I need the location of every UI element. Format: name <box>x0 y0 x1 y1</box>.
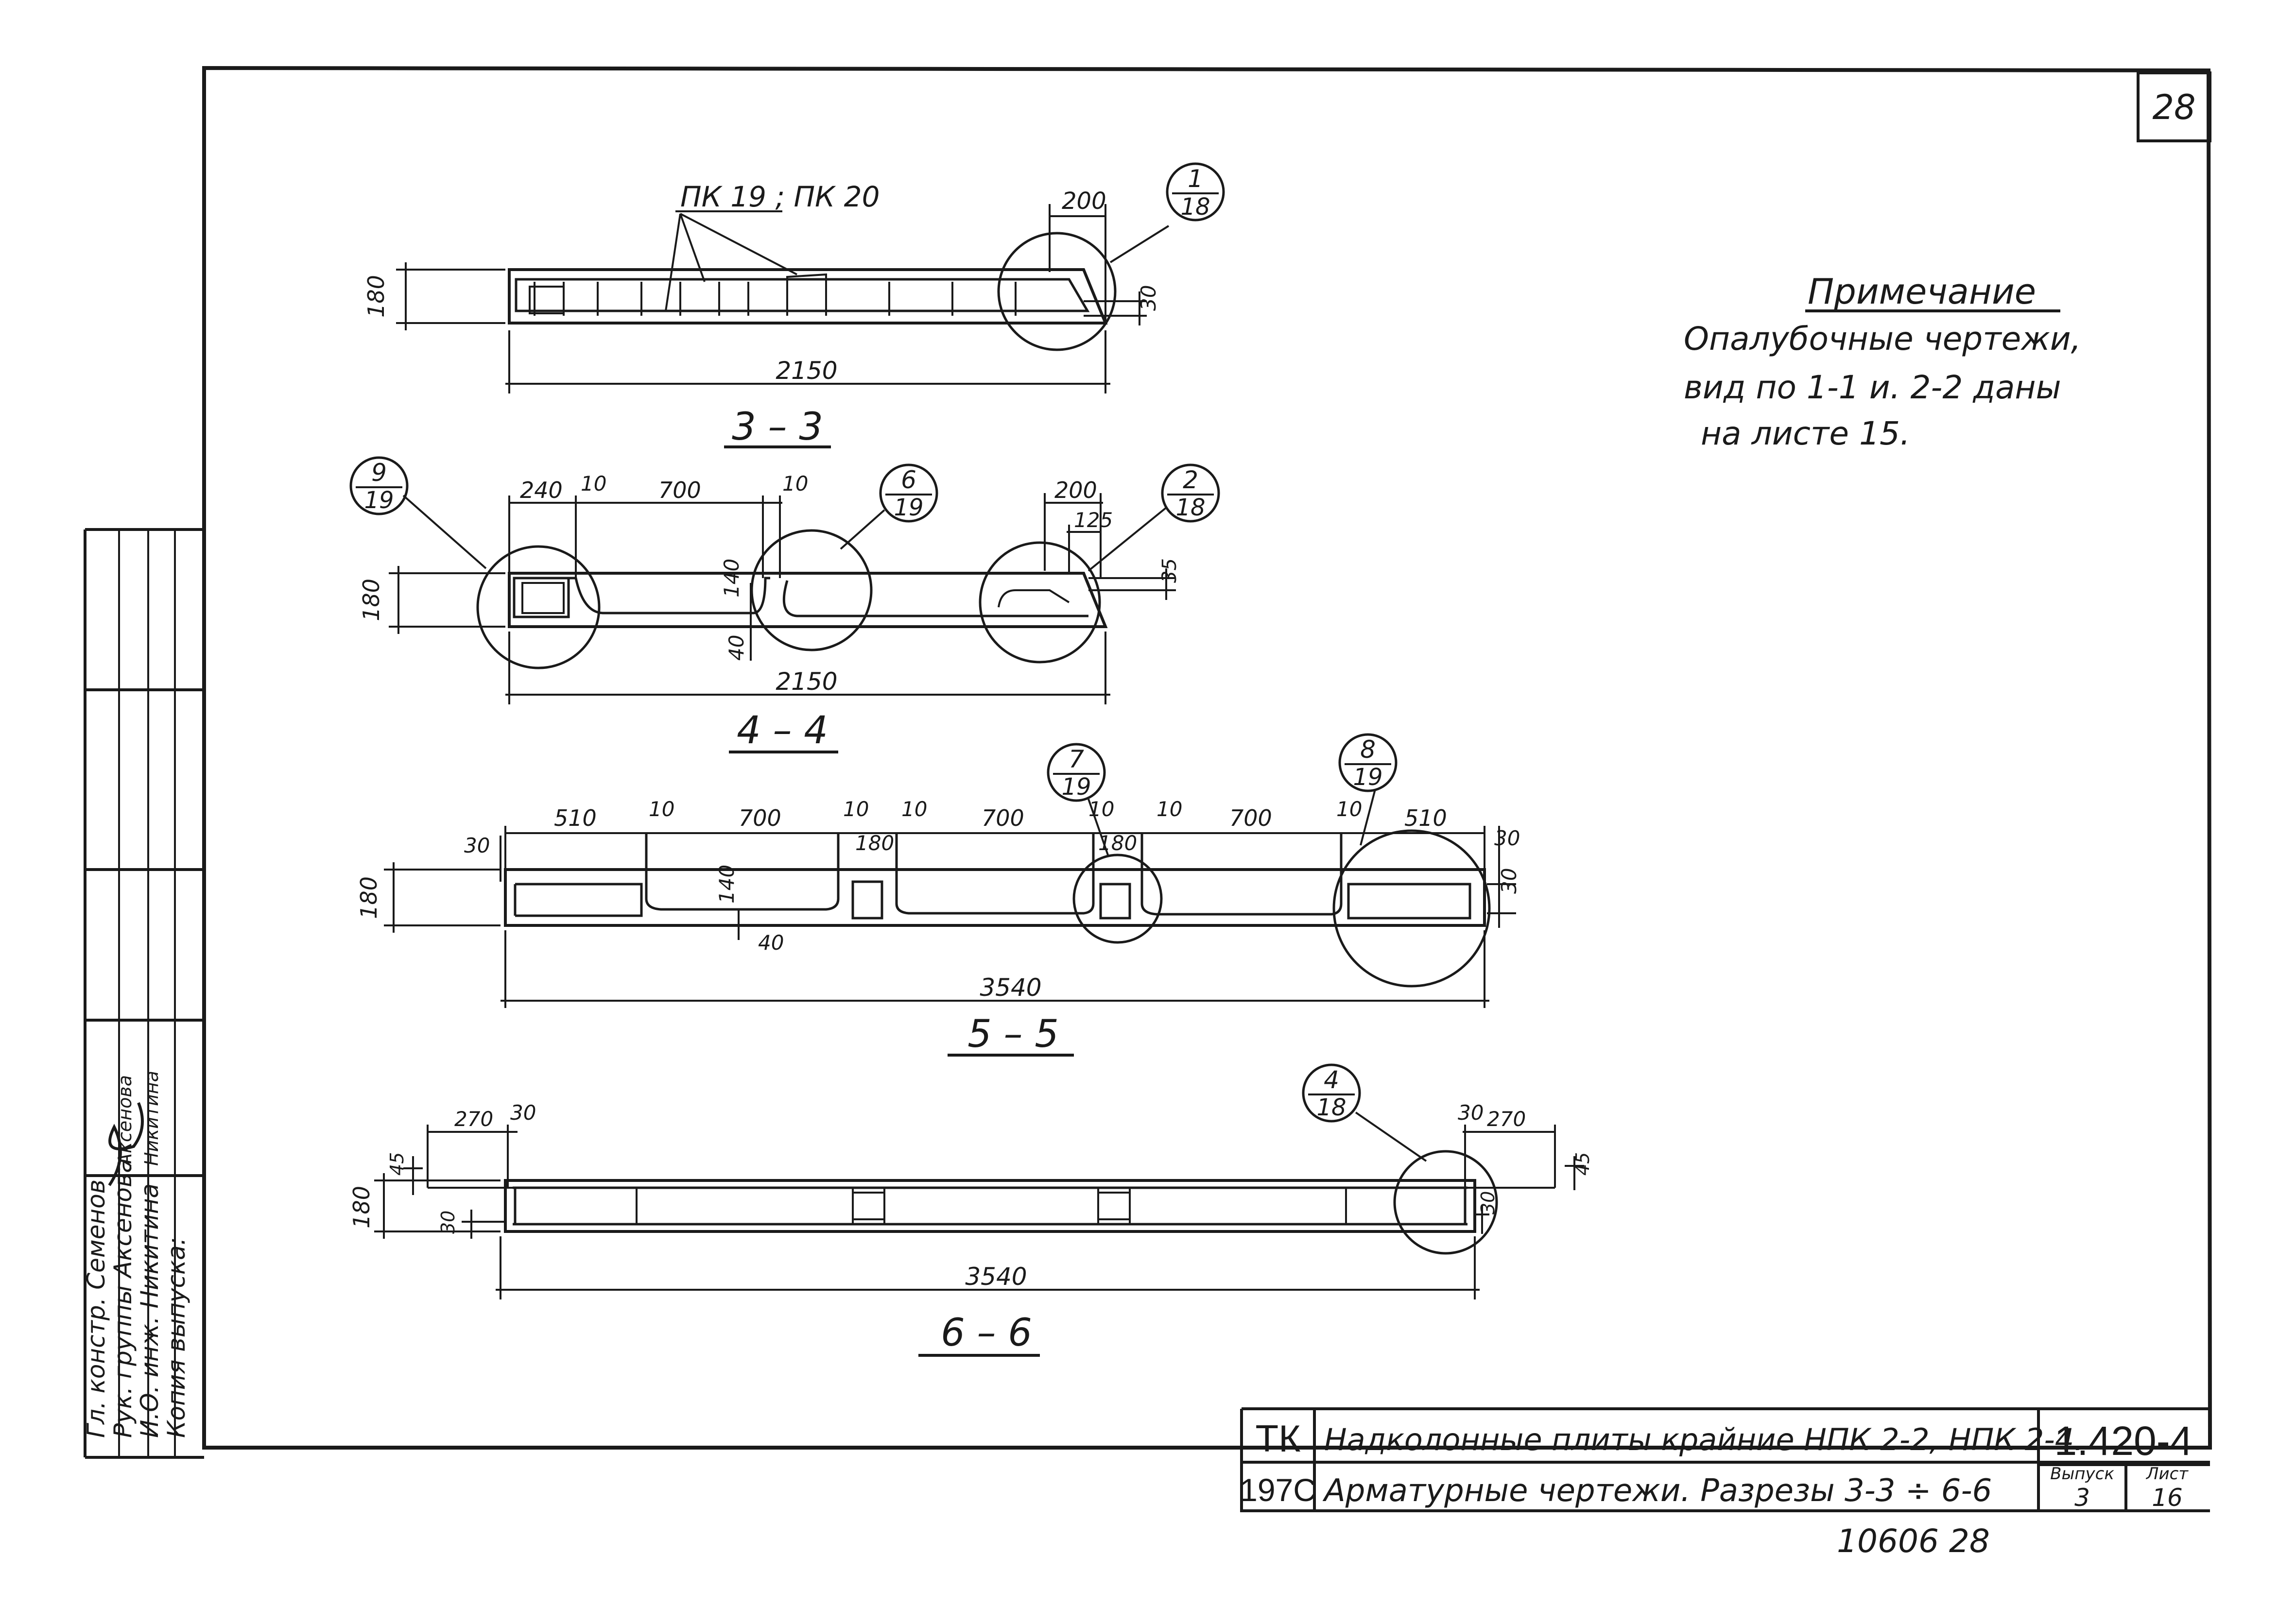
dim-10e-55: 10 <box>1157 797 1182 821</box>
dim-10c-55: 10 <box>901 797 927 821</box>
dim-510b: 510 <box>1404 805 1447 831</box>
dim-30c-66: 30 <box>437 1211 459 1234</box>
section-6-6: 4 18 270 30 30 270 45 45 30 30 180 3540 … <box>348 1063 1593 1357</box>
dim-180a: 180 <box>855 831 894 855</box>
ref-1-sheet: 18 <box>1180 193 1210 221</box>
section-6-6-title: 6 – 6 <box>941 1311 1032 1355</box>
dim-180-55: 180 <box>356 876 382 919</box>
dim-30d-66: 30 <box>1477 1191 1499 1214</box>
ref-9-num: 9 <box>371 459 387 487</box>
archive-number: 10606 28 <box>1837 1522 1990 1560</box>
dim-700a: 700 <box>739 805 781 831</box>
stamp-signature-1: Аксенова <box>114 1075 136 1167</box>
dim-40: 40 <box>725 635 748 661</box>
dim-240: 240 <box>520 477 563 503</box>
note-block: Примечание Опалубочные чертежи, вид по 1… <box>1684 271 2081 452</box>
dim-3540-66: 3540 <box>965 1263 1027 1291</box>
title-org: ТК <box>1255 1417 1300 1460</box>
dim-45a: 45 <box>386 1152 408 1176</box>
ref-6-num: 6 <box>901 466 916 494</box>
issue-label: Выпуск <box>2050 1464 2114 1484</box>
dim-45b: 45 <box>1572 1152 1593 1176</box>
dim-30a-66: 30 <box>510 1101 536 1125</box>
dim-35: 35 <box>1158 558 1181 583</box>
dim-10b-55: 10 <box>843 797 869 821</box>
note-line-2: вид по 1-1 и. 2-2 даны <box>1684 369 2061 406</box>
dim-2150-b: 2150 <box>776 667 837 696</box>
section-3-3: ПК 19 ; ПК 20 1 18 200 180 30 2150 3 – 3 <box>363 162 1225 449</box>
dim-10f-55: 10 <box>1336 797 1362 821</box>
ref-6-sheet: 19 <box>894 494 923 521</box>
sheet-number-tb: 16 <box>2152 1484 2183 1512</box>
title-block: ТК 197С Надколонные плиты крайние НПК 2-… <box>1240 1407 2210 1512</box>
dim-140-55: 140 <box>715 865 739 904</box>
dim-10a-55: 10 <box>649 797 674 821</box>
dim-30a: 30 <box>464 834 490 857</box>
ref-8-sheet: 19 <box>1353 764 1382 791</box>
dim-180-b: 180 <box>358 579 384 621</box>
sheet-label: Лист <box>2145 1464 2189 1484</box>
dim-180b: 180 <box>1098 831 1137 855</box>
ref-8-num: 8 <box>1360 735 1376 764</box>
ref-2-sheet: 18 <box>1175 494 1205 521</box>
callout-pk: ПК 19 ; ПК 20 <box>680 180 880 213</box>
stamp-signature-2: Никитина <box>141 1071 162 1166</box>
side-stamp: Гл. констр. Семенов Рук. группы Аксенова… <box>82 528 204 1459</box>
dim-140: 140 <box>720 559 743 598</box>
dim-30b-66: 30 <box>1458 1101 1484 1125</box>
section-5-5: 7 19 8 19 510 10 700 10 10 180 700 10 18… <box>356 733 1521 1057</box>
dim-510a: 510 <box>554 805 597 831</box>
dim-40-55: 40 <box>758 931 784 955</box>
stamp-line-1: Гл. констр. Семенов <box>82 1179 110 1438</box>
section-4-4: 9 19 6 19 2 18 240 10 700 10 200 125 35 … <box>349 456 1220 753</box>
issue-number: 3 <box>2074 1484 2090 1512</box>
stamp-line-4: Копия выпуска: <box>162 1237 190 1438</box>
dim-10d-55: 10 <box>1088 797 1114 821</box>
dim-700b: 700 <box>982 805 1024 831</box>
title-code: 1.420-4 <box>2054 1418 2193 1464</box>
stamp-line-2: Рук. группы Аксенова <box>109 1158 137 1438</box>
dim-30c: 30 <box>1497 868 1521 894</box>
note-line-3: на листе 15. <box>1701 415 1910 452</box>
note-line-1: Опалубочные чертежи, <box>1684 320 2081 358</box>
dim-10a: 10 <box>581 472 606 495</box>
ref-7-num: 7 <box>1069 745 1084 773</box>
dim-200: 200 <box>1062 188 1106 215</box>
dim-180: 180 <box>363 275 389 318</box>
title-line-1: Надколонные плиты крайние НПК 2-2, НПК 2… <box>1324 1422 2084 1457</box>
title-year: 197С <box>1240 1472 1316 1508</box>
signature-mark <box>108 1102 144 1186</box>
ref-7-sheet: 19 <box>1061 773 1091 801</box>
dim-30: 30 <box>1137 285 1160 311</box>
dim-270a: 270 <box>454 1107 493 1131</box>
dim-270b: 270 <box>1487 1107 1526 1131</box>
ref-9-sheet: 19 <box>364 487 394 514</box>
ref-4-sheet: 18 <box>1316 1094 1346 1121</box>
stamp-line-3: И.О. инж. Никитина <box>136 1183 164 1438</box>
section-5-5-title: 5 – 5 <box>967 1012 1059 1056</box>
ref-1-num: 1 <box>1188 165 1203 193</box>
dim-700: 700 <box>658 477 701 503</box>
dim-200-b: 200 <box>1054 477 1097 503</box>
dim-2150: 2150 <box>776 357 837 385</box>
section-3-3-title: 3 – 3 <box>732 405 823 449</box>
dim-125: 125 <box>1074 508 1113 532</box>
ref-2-num: 2 <box>1183 466 1198 494</box>
section-4-4-title: 4 – 4 <box>737 709 828 752</box>
sheet-frame: 28 <box>202 66 2212 1450</box>
sheet-number: 28 <box>2152 87 2195 127</box>
dim-10b: 10 <box>782 472 808 495</box>
dim-700c: 700 <box>1229 805 1272 831</box>
dim-3540: 3540 <box>980 974 1041 1002</box>
title-line-2: Арматурные чертежи. Разрезы 3-3 ÷ 6-6 <box>1322 1473 1992 1509</box>
dim-180-66: 180 <box>348 1186 375 1229</box>
ref-4-num: 4 <box>1324 1066 1339 1094</box>
note-title: Примечание <box>1808 271 2036 312</box>
